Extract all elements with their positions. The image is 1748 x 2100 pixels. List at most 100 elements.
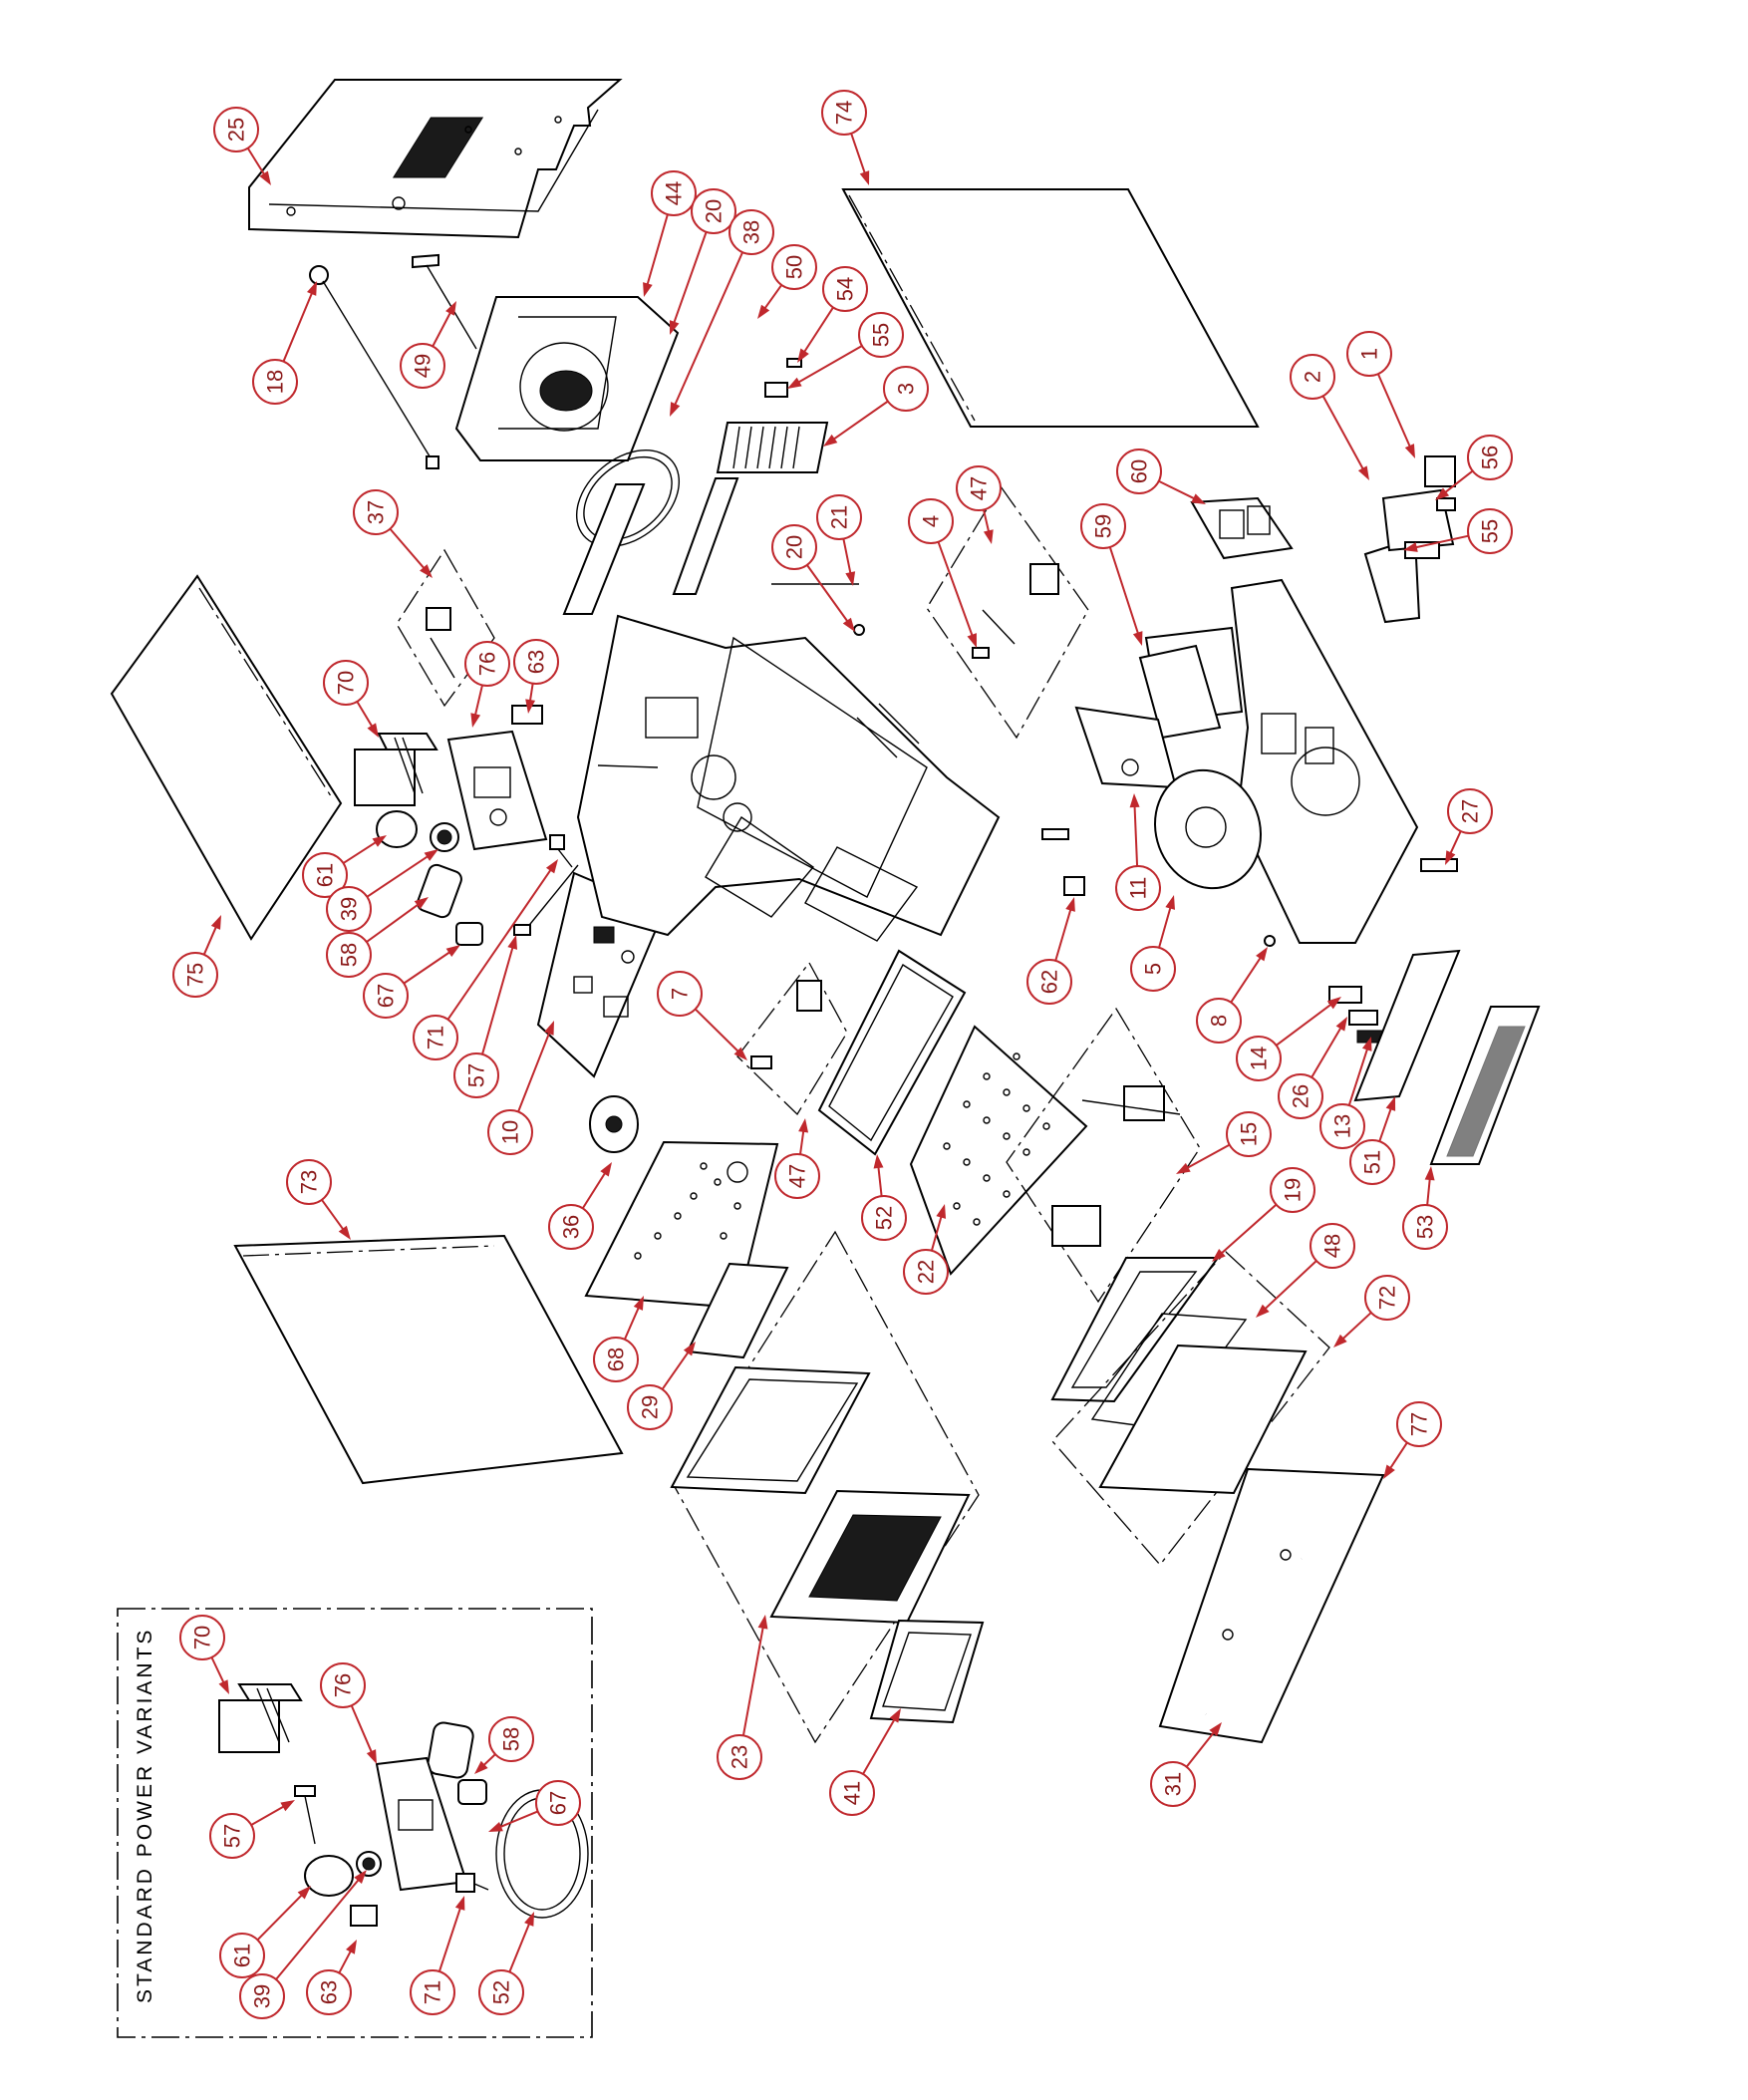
callout-arrowhead bbox=[1403, 542, 1418, 552]
part-41-window-frame bbox=[869, 1619, 985, 1724]
callout-bubble bbox=[1447, 788, 1493, 834]
callout-c59: 59 bbox=[1080, 503, 1143, 646]
callout-leader bbox=[1448, 830, 1462, 857]
variant-70-transformer bbox=[218, 1683, 303, 1753]
callout-arrowhead bbox=[823, 434, 838, 447]
callout-c63a: 63 bbox=[513, 639, 559, 714]
callout-arrowhead bbox=[1335, 1017, 1347, 1032]
callout-c67a: 67 bbox=[363, 945, 460, 1019]
callout-arrowhead bbox=[1361, 1037, 1372, 1051]
callout-leader bbox=[256, 1892, 305, 1942]
callout-leader bbox=[694, 1008, 741, 1054]
callout-arrowhead bbox=[445, 945, 460, 958]
part-37-assembly bbox=[396, 548, 495, 708]
callout-label: 29 bbox=[638, 1395, 663, 1419]
callout-label: 39 bbox=[337, 897, 362, 921]
callout-label: 51 bbox=[1360, 1150, 1385, 1174]
callout-arrowhead bbox=[420, 564, 433, 578]
callout-bubble bbox=[286, 1159, 332, 1205]
callout-label: 39 bbox=[250, 1984, 275, 2008]
variant-67-clip bbox=[457, 1779, 487, 1805]
callout-leader bbox=[1262, 1260, 1317, 1312]
part-19-element bbox=[1050, 1257, 1220, 1403]
callout-bubble bbox=[1226, 1111, 1272, 1157]
callout-bubble bbox=[209, 1813, 255, 1859]
callout-arrowhead bbox=[873, 1154, 884, 1169]
part-71-sensor bbox=[549, 834, 573, 868]
callout-leader bbox=[761, 284, 783, 312]
callout-arrowhead bbox=[797, 348, 809, 363]
callout-arrowhead bbox=[1385, 1096, 1396, 1111]
callout-bubble bbox=[1346, 331, 1392, 377]
callout-bubble bbox=[627, 1384, 673, 1430]
callout-c76a: 76 bbox=[464, 641, 510, 728]
callout-arrowhead bbox=[1435, 487, 1450, 500]
callout-label: 59 bbox=[1091, 514, 1116, 538]
callout-arrowhead bbox=[454, 1896, 465, 1911]
callout-c49: 49 bbox=[400, 301, 456, 389]
callout-leader bbox=[1184, 1143, 1231, 1171]
part-44-blower-plate bbox=[454, 296, 680, 461]
callout-c70b: 70 bbox=[179, 1615, 229, 1694]
callout-bubble bbox=[453, 1052, 499, 1098]
callout-leader bbox=[741, 1624, 765, 1736]
callout-c8: 8 bbox=[1196, 947, 1268, 1044]
part-54-clip bbox=[786, 358, 802, 368]
callout-bubble bbox=[548, 1204, 594, 1250]
callout-leader bbox=[799, 1127, 805, 1155]
callout-bubble bbox=[1026, 959, 1072, 1005]
callout-label: 11 bbox=[1126, 877, 1151, 900]
callout-bubble bbox=[1130, 946, 1176, 992]
callout-leader bbox=[842, 538, 852, 577]
callout-leader bbox=[246, 148, 267, 178]
callout-c25: 25 bbox=[213, 107, 271, 185]
callout-bubble bbox=[410, 1969, 455, 2015]
part-1-fuses bbox=[1424, 455, 1456, 487]
callout-arrowhead bbox=[545, 859, 558, 874]
part-25-back-panel bbox=[248, 79, 623, 239]
callout-leader bbox=[623, 1304, 641, 1341]
callout-label: 10 bbox=[498, 1120, 523, 1144]
callout-c51: 51 bbox=[1349, 1096, 1396, 1185]
callout-label: 37 bbox=[364, 500, 389, 524]
callout-bubble bbox=[1310, 1223, 1355, 1269]
part-39-ring bbox=[430, 822, 459, 852]
callout-c23: 23 bbox=[717, 1615, 768, 1780]
callout-c55b: 55 bbox=[1403, 508, 1513, 554]
callout-c61b: 61 bbox=[219, 1886, 311, 1978]
callout-leader bbox=[1230, 954, 1264, 1004]
callout-bubble bbox=[172, 952, 218, 998]
callout-c74: 74 bbox=[821, 90, 870, 185]
callout-label: 15 bbox=[1237, 1122, 1262, 1146]
callout-arrowhead bbox=[488, 1822, 503, 1832]
callout-c39b: 39 bbox=[239, 1870, 367, 2019]
callout-arrowhead bbox=[1404, 444, 1415, 458]
callout-leader bbox=[850, 133, 867, 176]
callout-bubble bbox=[464, 641, 510, 687]
callout-bubble bbox=[908, 498, 954, 544]
callout-leader bbox=[877, 1163, 883, 1197]
callout-c37: 37 bbox=[353, 489, 433, 578]
callout-label: 20 bbox=[702, 199, 727, 223]
right-chassis bbox=[1144, 578, 1419, 944]
callout-c71b: 71 bbox=[410, 1896, 465, 2015]
callout-arrowhead bbox=[842, 617, 855, 632]
callout-bubble bbox=[306, 1969, 352, 2015]
callout-arrowhead bbox=[1256, 947, 1268, 962]
callout-label: 13 bbox=[1330, 1114, 1355, 1138]
callout-arrowhead bbox=[1209, 1722, 1222, 1737]
callout-label: 67 bbox=[546, 1791, 571, 1815]
part-77-door-panel bbox=[1158, 1467, 1385, 1744]
callout-leader bbox=[1347, 1046, 1369, 1106]
callout-leader bbox=[508, 1920, 532, 1973]
callout-label: 48 bbox=[1320, 1234, 1345, 1258]
callout-leader bbox=[1158, 904, 1173, 949]
callout-label: 21 bbox=[827, 505, 852, 529]
callout-bubble bbox=[657, 971, 703, 1017]
callout-c76b: 76 bbox=[320, 1662, 377, 1764]
callout-leader bbox=[481, 944, 515, 1055]
callout-c55a: 55 bbox=[787, 312, 904, 389]
part-67-clip bbox=[455, 922, 483, 946]
variant-58-capacitor bbox=[427, 1721, 474, 1779]
callout-arrowhead bbox=[346, 1940, 357, 1954]
